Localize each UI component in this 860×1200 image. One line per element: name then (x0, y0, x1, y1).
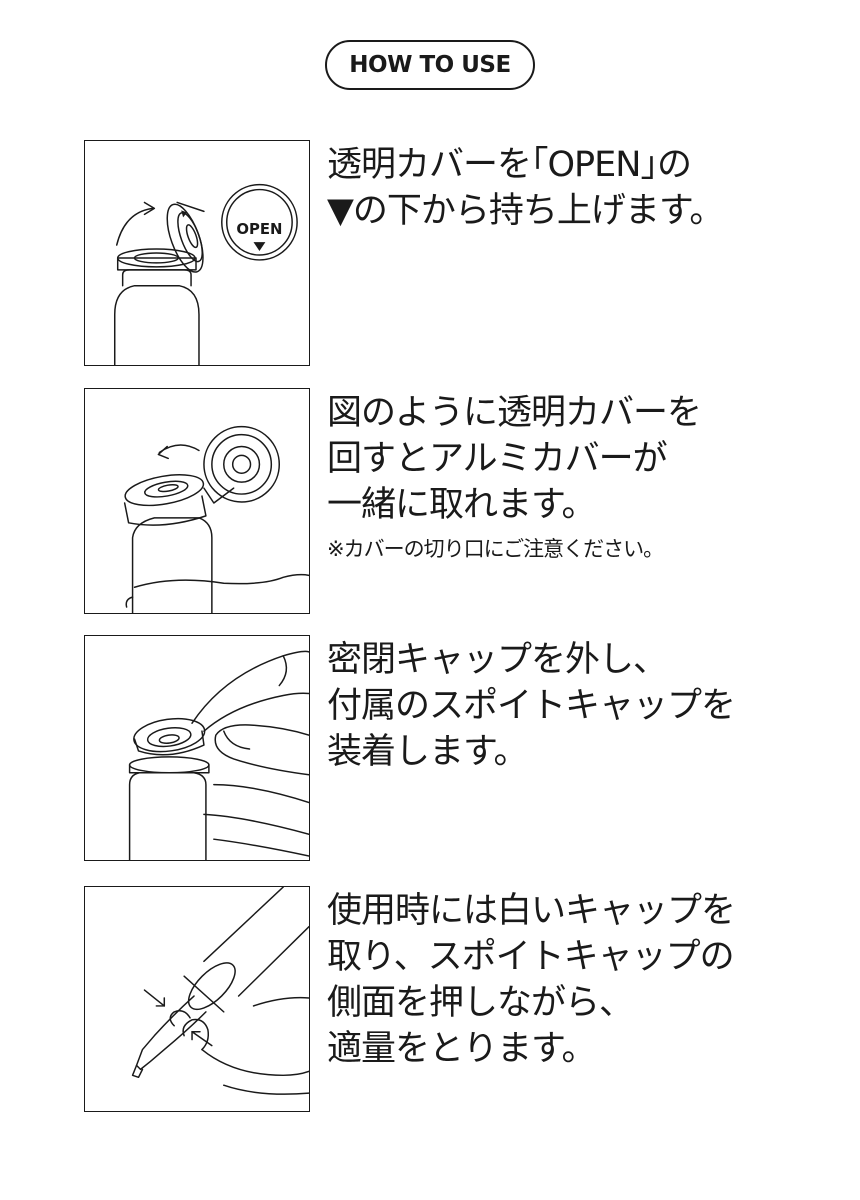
step-4-text: 使用時には白いキャップを 取り、スポイトキャップの 側面を押しながら、 適量をと… (327, 888, 787, 1072)
step-3-illustration (84, 635, 310, 861)
step-3-line-1: 密閉キャップを外し、 (327, 640, 668, 680)
step-2-line-3: 一緒に取れます。 (327, 485, 597, 525)
step-4-line-2: 取り、スポイトキャップの (327, 937, 735, 977)
step-2-line-1: 図のように透明カバーを (327, 393, 702, 433)
step-4-line-1: 使用時には白いキャップを (327, 891, 736, 931)
step-1-line-2: ▼の下から持ち上げます。 (327, 191, 724, 231)
step-4: 使用時には白いキャップを 取り、スポイトキャップの 側面を押しながら、 適量をと… (84, 886, 784, 1112)
step-4-illustration (84, 886, 310, 1112)
how-to-use-title: HOW TO USE (349, 52, 511, 78)
step-1-line-1: 透明カバーを｢OPEN｣の (327, 145, 692, 185)
step-3-line-2: 付属のスポイトキャップを (327, 686, 736, 726)
step-1-illustration: OPEN (84, 140, 310, 366)
bottle-open-cover-icon: OPEN (113, 183, 298, 365)
step-2-text: 図のように透明カバーを 回すとアルミカバーが 一緒に取れます。 ※カバーの切り口… (327, 390, 787, 564)
step-4-line-4: 適量をとります。 (327, 1029, 597, 1069)
open-label: OPEN (236, 220, 282, 238)
step-4-line-3: 側面を押しながら、 (327, 983, 634, 1023)
rotate-cover-icon (123, 425, 309, 613)
step-2-illustration (84, 388, 310, 614)
step-3-line-3: 装着します。 (327, 732, 529, 772)
step-2-note: ※カバーの切り口にご注意ください。 (327, 537, 664, 561)
how-to-use-badge: HOW TO USE (325, 40, 535, 90)
step-3: 密閉キャップを外し、 付属のスポイトキャップを 装着します。 (84, 635, 784, 861)
attach-dropper-cap-icon (128, 650, 309, 860)
step-1-text: 透明カバーを｢OPEN｣の ▼の下から持ち上げます。 (327, 142, 787, 234)
step-3-text: 密閉キャップを外し、 付属のスポイトキャップを 装着します。 (327, 637, 787, 775)
step-2-line-2: 回すとアルミカバーが (327, 439, 668, 479)
squeeze-dropper-icon (131, 887, 309, 1095)
step-1: OPEN 透明カバーを｢OPEN｣の ▼の下から持ち上げます。 (84, 140, 784, 366)
step-2: 図のように透明カバーを 回すとアルミカバーが 一緒に取れます。 ※カバーの切り口… (84, 388, 784, 614)
